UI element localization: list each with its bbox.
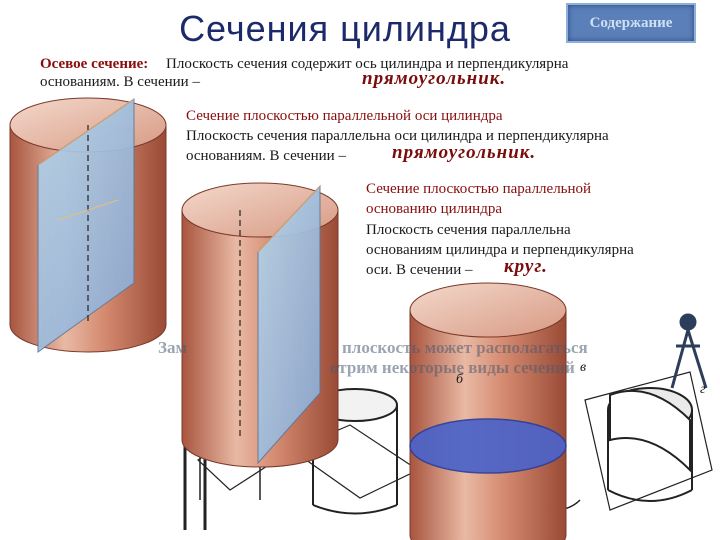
page-title: Сечения цилиндра (179, 8, 511, 49)
axial-label: Осевое сечение: (40, 56, 149, 72)
figure-letter-g: г (700, 382, 706, 397)
parallel-axis-heading: Сечение плоскостью параллельной оси цили… (186, 108, 503, 124)
parallel-base-line2: основаниям цилиндра и перпендикулярна (366, 242, 634, 258)
background-note-left: Зам (158, 338, 188, 357)
compass-icon (670, 313, 708, 389)
background-note-middle: плоскость может располагаться (342, 338, 588, 357)
figure-letter-b: б (456, 372, 464, 387)
parallel-axis-result: прямоугольник. (392, 142, 537, 163)
parallel-axis-line2: основаниям. В сечении – (186, 148, 346, 164)
parallel-base-heading-2: основанию цилиндра (366, 201, 502, 217)
axial-section-text: Осевое сечение: Плоскость сечения содерж… (40, 55, 710, 74)
parallel-base-line1: Плоскость сечения параллельна (366, 222, 571, 238)
figure-letter-v: в (580, 360, 587, 375)
cylinder-axial (9, 97, 167, 353)
parallel-base-result: круг. (504, 256, 548, 277)
axial-line1: Плоскость сечения содержит ось цилиндра … (166, 56, 569, 72)
cylinder-parallel-axis (181, 182, 339, 468)
cylinder-parallel-base (409, 282, 567, 540)
background-note-bottom: отрим некоторые виды сечений (330, 358, 575, 377)
parallel-base-heading-1: Сечение плоскостью параллельной (366, 181, 592, 197)
parallel-base-line3: оси. В сечении – (366, 262, 473, 278)
axial-result: прямоугольник. (362, 68, 507, 89)
axial-line2: основаниям. В сечении – (40, 74, 200, 90)
contents-button[interactable]: Содержание (566, 3, 696, 43)
parallel-axis-line1: Плоскость сечения параллельна оси цилинд… (186, 128, 609, 144)
